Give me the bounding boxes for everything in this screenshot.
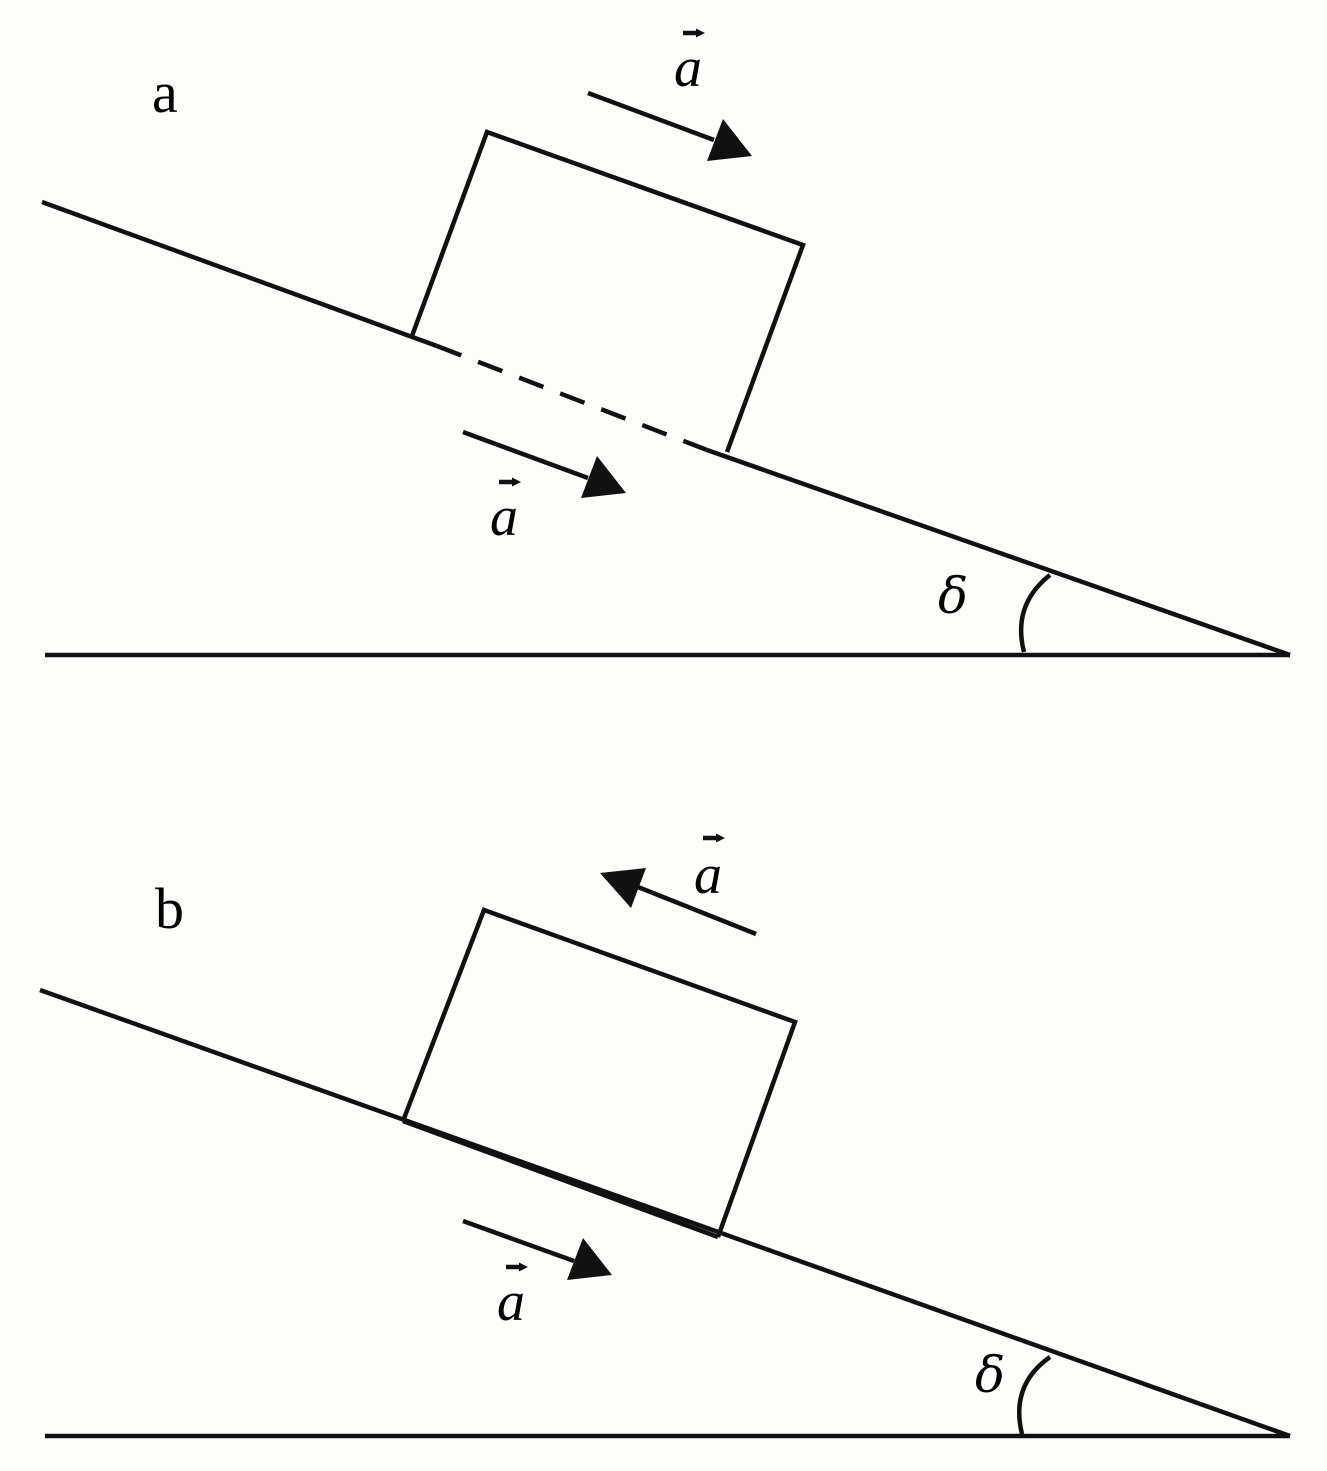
panel-b-upper-arrow bbox=[600, 868, 757, 937]
panel-a-upper-arrow bbox=[587, 90, 752, 161]
panel-b-lower-vector-symbol: a bbox=[497, 1271, 525, 1333]
panel-b-label: b bbox=[155, 876, 184, 941]
panel-b-contact-surface bbox=[402, 1118, 719, 1240]
panel-b-lower-vector-label: a bbox=[497, 1262, 528, 1333]
panel-b: b a a bbox=[39, 833, 1291, 1439]
vector-arrow-icon bbox=[683, 28, 705, 38]
panel-b-upper-vector-symbol: a bbox=[694, 844, 722, 906]
panel-a-lower-arrow bbox=[462, 429, 626, 498]
vector-arrow-icon bbox=[703, 833, 725, 843]
panel-b-upper-vector-label: a bbox=[694, 833, 725, 906]
panel-a-upper-vector-label: a bbox=[674, 28, 705, 99]
panel-a-incline-upper bbox=[41, 199, 438, 349]
panel-a-incline-lower bbox=[706, 447, 1291, 658]
vector-arrow-icon bbox=[499, 477, 521, 487]
vector-arrow-icon bbox=[506, 1262, 528, 1272]
panel-b-angle-arc bbox=[1017, 1355, 1052, 1435]
panel-a: a a a bbox=[41, 28, 1291, 658]
panel-b-lower-arrow bbox=[462, 1218, 612, 1280]
panel-a-angle-arc bbox=[1018, 573, 1052, 653]
panel-b-incline bbox=[39, 987, 1291, 1439]
panel-a-angle-label: δ bbox=[938, 567, 968, 625]
panel-a-incline-dashed bbox=[436, 343, 708, 453]
panel-a-upper-vector-symbol: a bbox=[674, 37, 702, 99]
panel-a-block bbox=[409, 129, 806, 453]
panel-a-lower-vector-label: a bbox=[490, 477, 521, 548]
panel-b-block bbox=[400, 907, 798, 1238]
panel-a-label: a bbox=[152, 60, 178, 125]
panel-a-lower-vector-symbol: a bbox=[490, 486, 518, 548]
panel-b-angle-label: δ bbox=[975, 1346, 1005, 1404]
